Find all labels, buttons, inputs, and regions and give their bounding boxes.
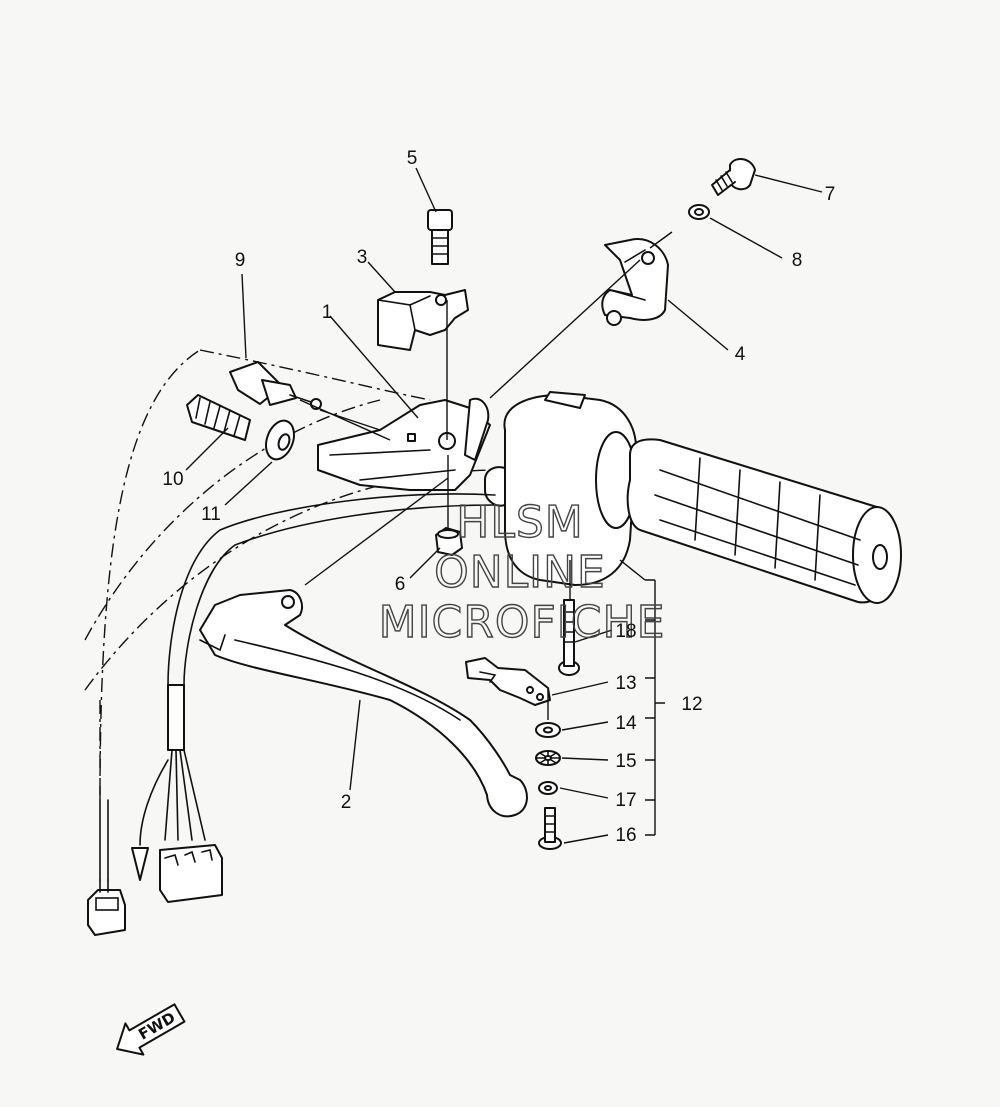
forward-arrow-icon xyxy=(116,1003,186,1056)
alignment-lines xyxy=(299,231,673,720)
callout-3: 3 xyxy=(357,247,368,268)
lever-holder-clamp xyxy=(601,238,669,326)
callout-12: 12 xyxy=(681,694,702,715)
clutch-lever xyxy=(199,589,528,818)
callout-10: 10 xyxy=(162,469,183,490)
watermark-line-1: HLSM xyxy=(456,497,584,548)
lever-holder-bracket xyxy=(317,397,491,491)
callout-16: 16 xyxy=(615,825,636,846)
bolt-5 xyxy=(427,209,453,265)
clutch-switch xyxy=(377,289,469,351)
switch-plate-13 xyxy=(465,657,551,706)
screw-7 xyxy=(711,158,756,196)
forward-direction-arrow: FWD xyxy=(116,1003,186,1056)
lock-washer-15 xyxy=(535,750,561,766)
watermark-line-3: MICROFICHE xyxy=(379,597,666,648)
handlebar-grip xyxy=(626,438,902,604)
screw-16 xyxy=(538,807,562,850)
callout-17: 17 xyxy=(615,790,636,811)
watermark-line-2: ONLINE xyxy=(434,547,606,598)
switch-wire-harness xyxy=(87,493,496,936)
spring-washer-17 xyxy=(538,781,558,795)
callout-2: 2 xyxy=(341,792,352,813)
washer-14 xyxy=(535,722,561,738)
callout-15: 15 xyxy=(615,751,636,772)
callout-4: 4 xyxy=(735,344,746,365)
screw-18 xyxy=(558,599,580,676)
callout-leaders xyxy=(185,167,823,844)
watermark: HLSM ONLINE MICROFICHE xyxy=(378,496,666,648)
cable-adjuster-9 xyxy=(99,361,322,881)
callout-9: 9 xyxy=(235,250,246,271)
callout-1: 1 xyxy=(322,302,333,323)
callout-13: 13 xyxy=(615,673,636,694)
callout-6: 6 xyxy=(395,574,406,595)
callout-8: 8 xyxy=(792,250,803,271)
nut-6 xyxy=(435,527,463,556)
callout-labels: 1 2 3 4 5 6 7 8 9 10 11 12 13 14 15 16 1… xyxy=(162,148,835,846)
callout-14: 14 xyxy=(615,713,637,734)
callout-11: 11 xyxy=(201,504,221,525)
adjuster-bolt-10 xyxy=(186,394,251,441)
locknut-11 xyxy=(264,419,296,461)
callout-5: 5 xyxy=(407,148,418,169)
washer-8 xyxy=(688,204,710,220)
callout-7: 7 xyxy=(825,184,836,205)
callout-18: 18 xyxy=(615,621,636,642)
